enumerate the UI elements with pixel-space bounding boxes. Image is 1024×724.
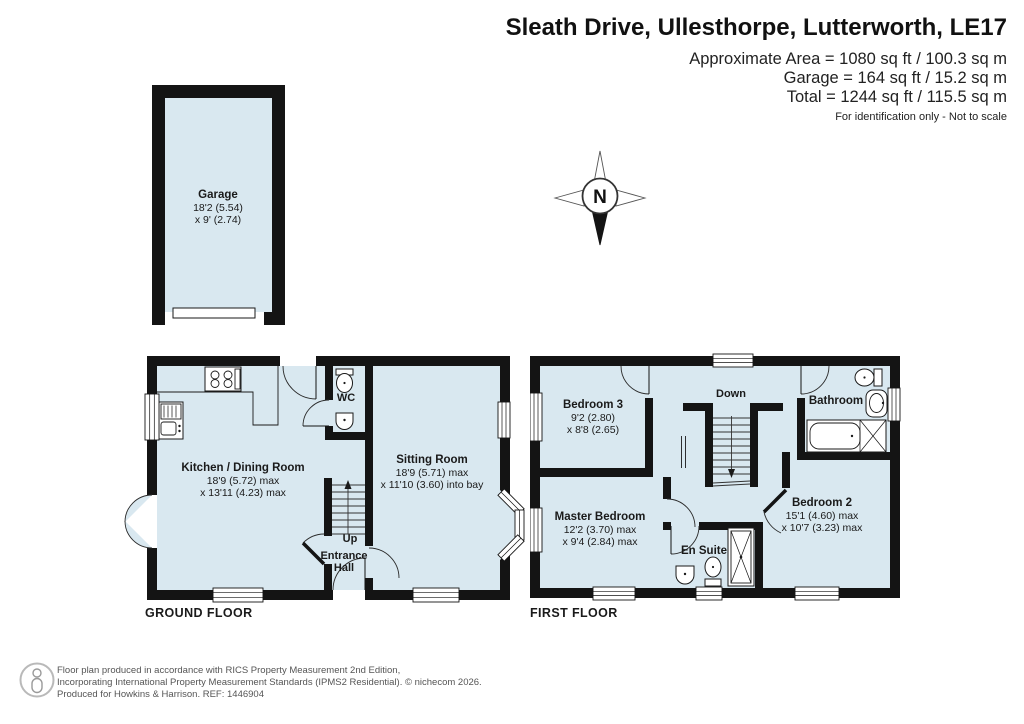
kitchen-bottom-window xyxy=(212,587,264,603)
entrance-hall-label: Entrance Hall xyxy=(320,550,368,574)
approximate-area: Approximate Area = 1080 sq ft / 100.3 sq… xyxy=(689,50,1007,68)
landing-top-window xyxy=(712,353,754,368)
garage-area: Garage = 164 sq ft / 15.2 sq m xyxy=(783,69,1007,87)
bedroom3-window xyxy=(530,392,543,442)
footer: Floor plan produced in accordance with R… xyxy=(57,665,482,701)
garage-plan xyxy=(152,85,285,325)
stairs-down xyxy=(712,416,751,487)
bedroom2-room-label: Bedroom 2 15'1 (4.60) max x 10'7 (3.23) … xyxy=(781,497,863,534)
garage-door-icon xyxy=(172,307,256,319)
total-area: Total = 1244 sq ft / 115.5 sq m xyxy=(786,88,1007,106)
bedroom3-room-label: Bedroom 3 9'2 (2.80) x 8'8 (2.65) xyxy=(562,399,624,436)
front-door xyxy=(332,557,366,600)
kitchen-counter xyxy=(157,366,279,426)
footer-line-2: Incorporating International Property Mea… xyxy=(57,677,482,688)
bay-window xyxy=(497,488,525,562)
wc-door xyxy=(302,399,330,427)
kitchen-left-window xyxy=(144,393,160,441)
compass-north-label: N xyxy=(593,187,607,208)
stairs-up-label: Up xyxy=(342,533,358,545)
sitting-right-window xyxy=(497,401,511,439)
ground-floor-plan xyxy=(124,356,525,603)
page-title: Sleath Drive, Ullesthorpe, Lutterworth, … xyxy=(505,14,1007,41)
wc-toilet-icon xyxy=(335,368,354,393)
bathroom-toilet-icon xyxy=(854,368,883,387)
kitchen-sink-icon xyxy=(158,401,184,440)
ensuite-bottom-window xyxy=(695,586,723,601)
en-suite-label: En Suite xyxy=(680,545,728,557)
stairs-up xyxy=(332,480,365,535)
shower-icon xyxy=(727,527,755,587)
sitting-bottom-window xyxy=(412,587,460,603)
ground-floor-label: GROUND FLOOR xyxy=(145,606,253,620)
master-window xyxy=(530,507,543,553)
garage-room-label: Garage 18'2 (5.54) x 9' (2.74) xyxy=(193,189,243,226)
master-bedroom-door xyxy=(666,498,696,528)
disclaimer: For identification only - Not to scale xyxy=(835,111,1007,123)
bathroom-door xyxy=(800,365,830,395)
bath-icon xyxy=(806,419,887,453)
first-floor-plan xyxy=(530,353,901,601)
bedroom3-door xyxy=(620,365,650,395)
sitting-room-label: Sitting Room 18'9 (5.71) max x 11'10 (3.… xyxy=(380,454,484,491)
first-floor-label: FIRST FLOOR xyxy=(530,606,618,620)
kitchen-room-label: Kitchen / Dining Room 18'9 (5.72) max x … xyxy=(181,462,305,499)
bathroom-room-label: Bathroom xyxy=(808,395,864,407)
hob-icon xyxy=(204,366,242,392)
kitchen-hall-door xyxy=(301,533,326,566)
person-logo-icon xyxy=(19,662,55,698)
stairs-down-label: Down xyxy=(716,388,746,400)
french-doors xyxy=(124,494,157,549)
sitting-room-door xyxy=(368,547,400,579)
master-bedroom-label: Master Bedroom 12'2 (3.70) max x 9'4 (2.… xyxy=(554,511,646,548)
bedroom2-bottom-window xyxy=(794,586,840,601)
bedroom2-door xyxy=(762,488,788,534)
header: Sleath Drive, Ullesthorpe, Lutterworth, … xyxy=(506,14,1007,123)
wc-basin-icon xyxy=(335,412,354,430)
back-door xyxy=(280,356,317,400)
bathroom-right-window xyxy=(887,387,901,422)
ensuite-toilet-icon xyxy=(704,556,722,587)
footer-line-3: Produced for Howkins & Harrison. REF: 14… xyxy=(57,689,264,700)
wc-room-label: WC xyxy=(336,392,356,404)
master-bottom-window xyxy=(592,586,636,601)
footer-line-1: Floor plan produced in accordance with R… xyxy=(57,665,401,676)
bathroom-basin-icon xyxy=(865,389,888,418)
en-suite-door xyxy=(670,525,700,555)
ensuite-basin-icon xyxy=(675,565,695,585)
compass-north-icon: N xyxy=(553,150,647,246)
